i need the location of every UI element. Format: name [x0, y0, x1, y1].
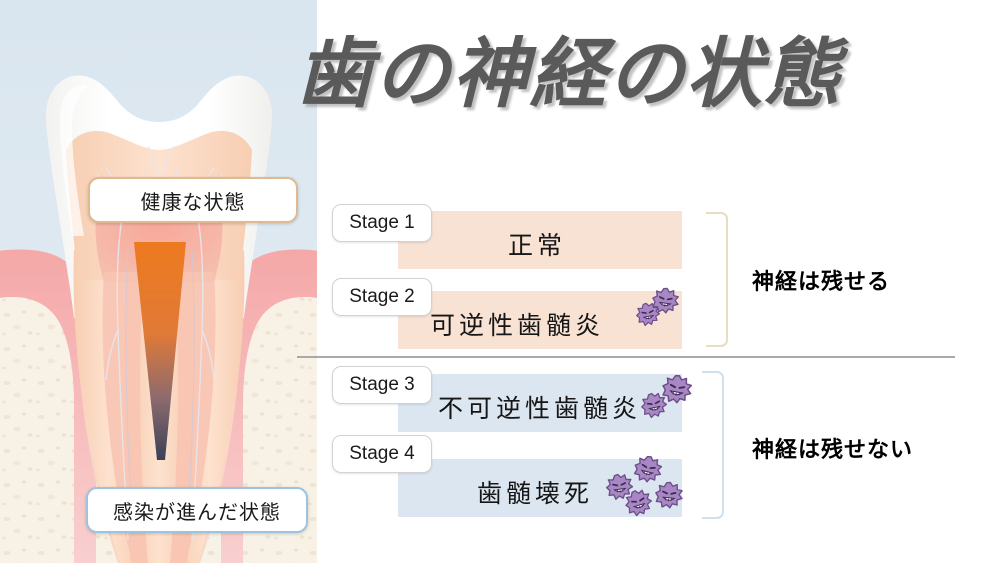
- stage-2-badge[interactable]: Stage 2: [332, 278, 432, 316]
- stage-1-bar: [398, 211, 682, 269]
- germ-icon: [606, 473, 633, 500]
- stage-4-label: 歯髄壊死: [477, 480, 594, 508]
- stage-2-badge-text: Stage 2: [349, 286, 415, 307]
- stage-3-badge[interactable]: Stage 3: [332, 366, 432, 404]
- stage-3-label: 不可逆性歯髄炎: [438, 395, 642, 423]
- callout-healthy-label: 健康な状態: [140, 191, 246, 214]
- germ-icon: [641, 392, 667, 418]
- tooth-illustration-panel: [0, 0, 317, 563]
- germ-icon: [655, 481, 683, 509]
- stage-2-bar: [398, 291, 682, 349]
- group-label-savable: 神経は残せる: [752, 269, 891, 294]
- stage-1-badge-text: Stage 1: [349, 212, 415, 233]
- germ-icon: [662, 374, 692, 404]
- stage-4-badge[interactable]: Stage 4: [332, 435, 432, 473]
- germ-icon: [636, 302, 660, 326]
- group-label-not-savable: 神経は残せない: [752, 437, 914, 462]
- germ-icon: [634, 455, 662, 483]
- stage-4-badge-text: Stage 4: [349, 443, 415, 464]
- stage-3-bar: [398, 374, 682, 432]
- stage-1-label: 正常: [508, 232, 567, 260]
- germ-icon: [625, 489, 652, 516]
- stage-3-badge-text: Stage 3: [349, 374, 415, 395]
- callout-healthy-state: 健康な状態: [88, 177, 298, 223]
- page-title: 歯の神経の状態: [296, 32, 842, 117]
- stage-1-badge[interactable]: Stage 1: [332, 204, 432, 242]
- callout-infected-label: 感染が進んだ状態: [113, 501, 281, 524]
- section-divider: [297, 356, 955, 358]
- callout-infected-state: 感染が進んだ状態: [86, 487, 308, 533]
- germ-icon: [652, 287, 679, 314]
- bracket-not-savable: [702, 371, 724, 519]
- bracket-savable: [706, 212, 728, 347]
- stage-2-label: 可逆性歯髄炎: [430, 312, 605, 340]
- tooth-cross-section-graphic: [0, 0, 317, 563]
